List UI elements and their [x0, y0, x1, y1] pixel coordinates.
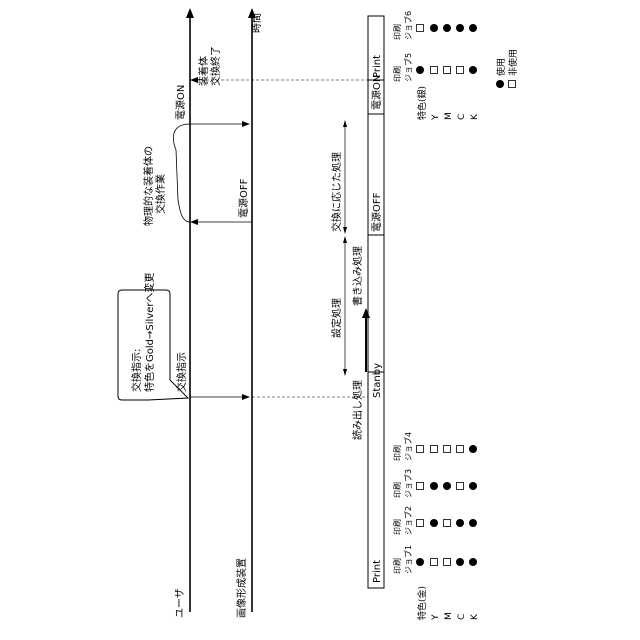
left-row-header-4: K	[470, 613, 480, 620]
left-row-header-2: M	[444, 612, 454, 620]
left-job-3-usage-3	[457, 483, 464, 490]
right-job-2-usage-3	[456, 24, 464, 32]
left-job-1-usage-2	[444, 559, 451, 566]
lifelines	[186, 8, 256, 612]
message-arrows	[173, 77, 368, 400]
msg-mount-end-1: 装着体	[197, 56, 210, 86]
left-job-4-usage-2	[444, 446, 451, 453]
process-setting: 設定処理	[330, 298, 343, 338]
right-color-usage-table: 特色(銀)YMCK印刷ジョブ5印刷ジョブ6	[393, 11, 480, 121]
state-print-left: Print	[372, 560, 383, 583]
right-job-2-label-2: ジョブ6	[403, 11, 413, 40]
left-job-1-usage-4	[469, 558, 477, 566]
msg-physical-exchange-2: 交換作業	[154, 174, 167, 214]
left-job-4-usage-4	[469, 445, 477, 453]
left-job-2-usage-1	[430, 519, 438, 527]
process-exchange-response: 交換に応じた処理	[330, 152, 343, 232]
left-row-header-0: 特色(金)	[416, 586, 428, 620]
callout-line-2: 特色をGold→Silverへ変更	[143, 273, 156, 392]
lane-device-label: 画像形成装置	[235, 558, 248, 618]
left-job-1-label-1: 印刷	[393, 558, 402, 574]
left-row-header-1: Y	[431, 614, 441, 621]
left-job-4-usage-3	[457, 446, 464, 453]
legend-label-0: 使用	[495, 58, 507, 76]
left-job-1-usage-1	[431, 559, 438, 566]
right-row-header-4: K	[470, 113, 480, 120]
left-job-4-label-1: 印刷	[393, 445, 402, 461]
time-axis-label: 時間	[251, 13, 263, 33]
legend-symbol-0	[496, 80, 504, 88]
right-job-1-usage-2	[444, 67, 451, 74]
right-row-header-0: 特色(銀)	[416, 86, 428, 120]
msg-mount-end-2: 交換終了	[209, 46, 222, 86]
left-job-3-usage-2	[443, 482, 451, 490]
legend: 使用非使用	[495, 49, 519, 88]
left-row-header-3: C	[457, 614, 467, 620]
lane-user-label: ユーザ	[174, 588, 186, 618]
left-job-3-usage-1	[430, 482, 438, 490]
msg-physical-exchange-1: 物理的な装着体の	[142, 146, 155, 226]
right-job-2-label-1: 印刷	[393, 24, 402, 40]
right-row-header-3: C	[457, 114, 467, 120]
legend-label-1: 非使用	[507, 49, 519, 76]
msg-power-off: 電源OFF	[237, 178, 250, 218]
right-job-1-usage-1	[431, 67, 438, 74]
left-color-usage-table: 特色(金)YMCK印刷ジョブ1印刷ジョブ2印刷ジョブ3印刷ジョブ4	[393, 432, 480, 621]
left-job-3-usage-0	[417, 483, 424, 490]
left-job-1-label-2: ジョブ1	[403, 545, 413, 574]
left-job-2-usage-3	[456, 519, 464, 527]
left-job-3-label-2: ジョブ3	[403, 469, 413, 498]
left-job-2-usage-0	[417, 520, 424, 527]
right-job-1-usage-0	[416, 66, 424, 74]
left-job-3-usage-4	[469, 482, 477, 490]
left-job-1-usage-3	[456, 558, 464, 566]
right-job-1-usage-4	[469, 66, 477, 74]
right-job-1-label-1: 印刷	[393, 66, 402, 82]
right-job-1-usage-3	[457, 67, 464, 74]
right-row-header-2: M	[444, 112, 454, 120]
left-job-2-label-2: ジョブ2	[403, 506, 413, 535]
left-job-4-usage-1	[431, 446, 438, 453]
left-job-4-usage-0	[417, 446, 424, 453]
state-power-off: 電源OFF	[370, 192, 383, 232]
left-job-3-label-1: 印刷	[393, 482, 402, 498]
msg-power-on: 電源ON	[174, 85, 187, 120]
right-job-1-label-2: ジョブ5	[403, 53, 413, 82]
right-job-2-usage-2	[443, 24, 451, 32]
left-job-2-usage-4	[469, 519, 477, 527]
state-print-right: Print	[372, 55, 383, 78]
right-job-2-usage-0	[417, 25, 424, 32]
right-job-2-usage-1	[430, 24, 438, 32]
msg-exchange-instruction: 交換指示	[175, 352, 188, 392]
right-row-header-1: Y	[431, 114, 441, 121]
state-power-on: 電源ON	[370, 75, 383, 110]
process-read: 読み出し処理	[351, 380, 364, 440]
state-standby: Stanby	[372, 363, 383, 398]
left-job-2-label-1: 印刷	[393, 519, 402, 535]
callout-line-1: 交換指示:	[130, 349, 143, 392]
left-job-1-usage-0	[416, 558, 424, 566]
process-write: 書き込み処理	[351, 246, 364, 306]
right-job-2-usage-4	[469, 24, 477, 32]
left-job-2-usage-2	[444, 520, 451, 527]
legend-symbol-1	[509, 81, 516, 88]
left-job-4-label-2: ジョブ4	[403, 432, 413, 461]
